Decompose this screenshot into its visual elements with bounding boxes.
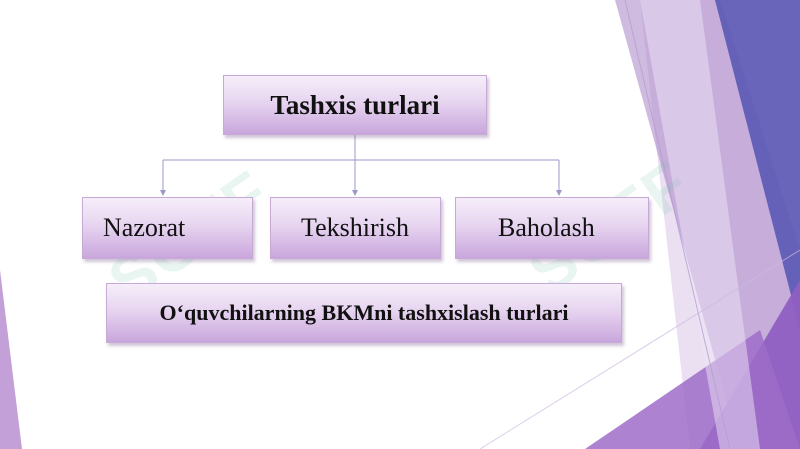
child-node-baholash: Baholash [455, 197, 649, 259]
root-node-box: Tashxis turlari [223, 75, 487, 135]
child-node-tekshirish: Tekshirish [270, 197, 441, 259]
child-node-nazorat: Nazorat [82, 197, 253, 259]
bg-shape-left [0, 270, 22, 449]
root-node-label: Tashxis turlari [270, 89, 440, 120]
bg-shape-blue [715, 0, 800, 330]
caption-text: O‘quvchilarning BKMni tashxislash turlar… [159, 300, 569, 325]
child-node-label: Nazorat [103, 213, 186, 242]
bg-line [624, 0, 731, 449]
caption-box: O‘quvchilarning BKMni tashxislash turlar… [106, 283, 622, 343]
child-node-label: Tekshirish [301, 213, 409, 242]
child-node-label: Baholash [498, 213, 595, 242]
bg-line [479, 249, 800, 449]
bg-shape-pale [640, 0, 760, 449]
